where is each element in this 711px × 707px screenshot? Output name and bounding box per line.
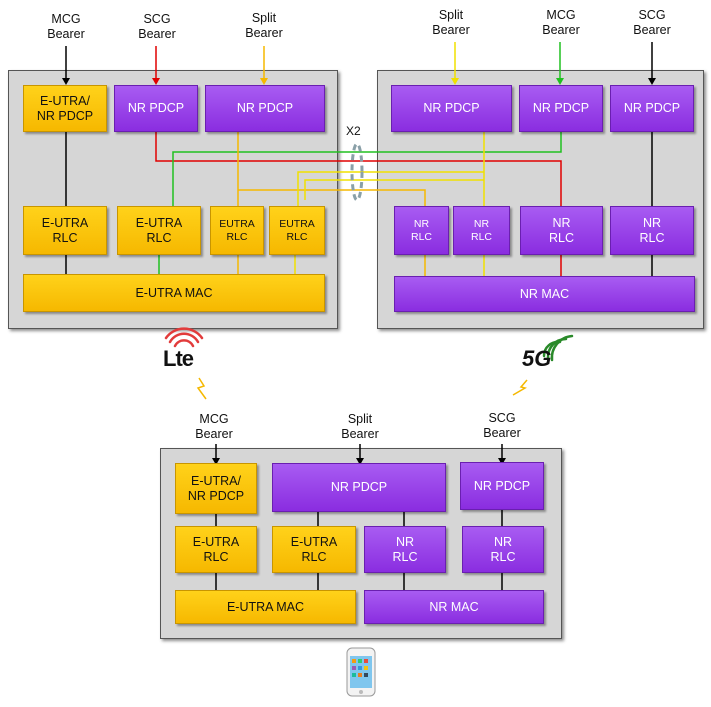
x2-tunnel-icon <box>350 142 364 202</box>
ue-eutra-mac: E-UTRA MAC <box>175 590 356 624</box>
enb-nr-pdcp-scg: NR PDCP <box>114 85 198 132</box>
gnb-nr-pdcp-scg: NR PDCP <box>610 85 694 132</box>
lte-logo-text: Lte <box>163 346 194 371</box>
smartphone-icon <box>346 647 376 697</box>
enb-eutra-nr-pdcp: E-UTRA/NR PDCP <box>23 85 107 132</box>
gnb-nr-pdcp-split: NR PDCP <box>391 85 512 132</box>
lightning-icon <box>196 377 207 400</box>
ue-bearer-arrows <box>212 444 506 465</box>
5g-logo-text: 5G <box>522 346 552 371</box>
5g-logo <box>542 334 574 362</box>
enb-eutra-mac: E-UTRA MAC <box>23 274 325 312</box>
enb-internal-lines <box>65 132 653 276</box>
enb-nr-pdcp-split: NR PDCP <box>205 85 325 132</box>
gnb-nr-pdcp-mcg: NR PDCP <box>519 85 603 132</box>
enb-bearer-arrows <box>62 46 268 85</box>
ue-nr-mac: NR MAC <box>364 590 544 624</box>
x2-label: X2 <box>346 124 361 138</box>
lightning-icon <box>512 379 528 396</box>
lte-logo <box>164 327 204 348</box>
ue-eutra-nr-pdcp: E-UTRA/NR PDCP <box>175 463 257 514</box>
ue-nr-pdcp-split: NR PDCP <box>272 463 446 512</box>
gnb-bearer-arrows <box>451 42 656 85</box>
ue-internal-lines <box>215 510 503 590</box>
gnb-nr-mac: NR MAC <box>394 276 695 312</box>
ue-nr-pdcp-scg: NR PDCP <box>460 462 544 510</box>
